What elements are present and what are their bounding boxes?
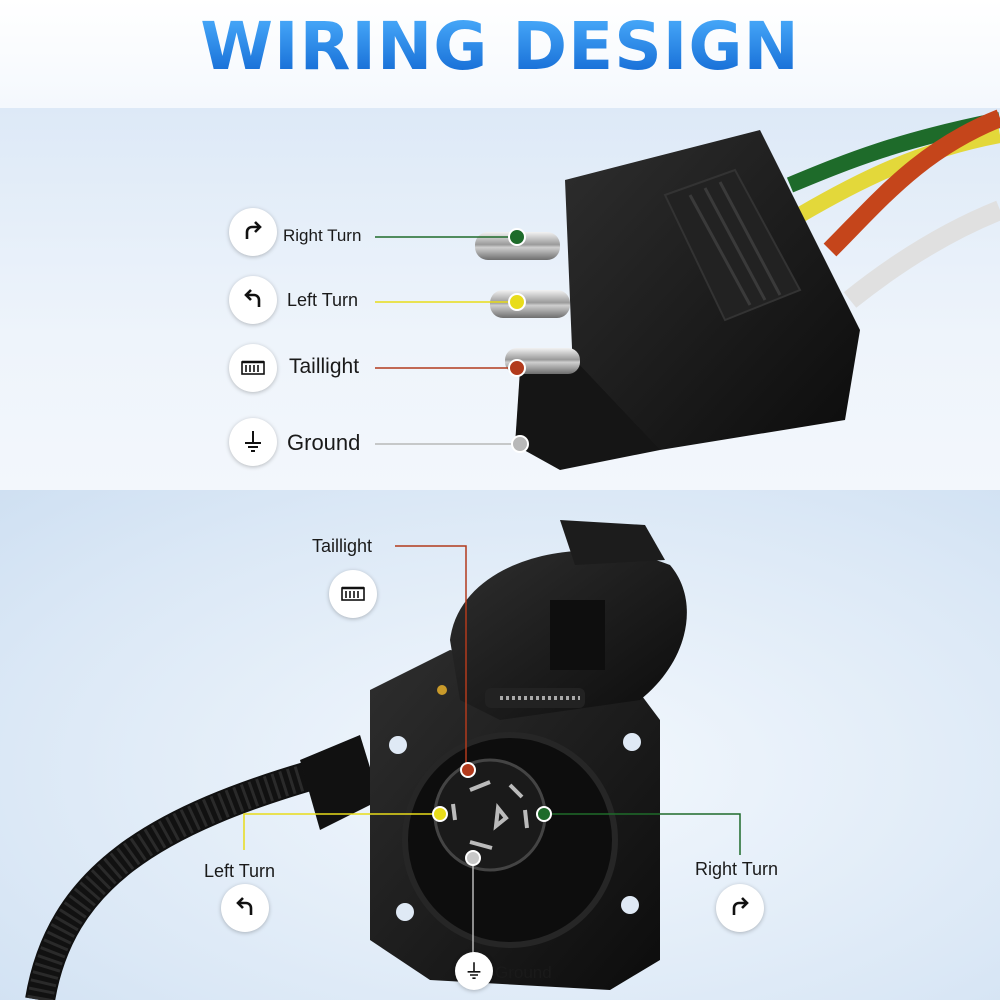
socket-ground-dot (465, 850, 481, 866)
taillight-icon (229, 344, 277, 392)
socket-right-turn-label: Right Turn (695, 859, 779, 879)
taillight-pin-dot (508, 359, 526, 377)
seven-way-socket (370, 520, 687, 990)
title-band (0, 0, 1000, 108)
ground-label: Ground (287, 430, 361, 455)
left-turn-pin-dot (508, 293, 526, 311)
socket-cable (25, 735, 380, 1000)
taillight-label: Taillight (289, 355, 360, 378)
socket-taillight-label: Taillight (312, 536, 373, 556)
socket-ground-label: Ground (495, 963, 552, 982)
four-way-plug (475, 130, 860, 470)
ground-icon (229, 418, 277, 466)
socket-taillight-dot (460, 762, 476, 778)
socket-left-turn-label: Left Turn (204, 861, 276, 881)
right-turn-label: Right Turn (283, 226, 362, 245)
left-turn-label: Left Turn (287, 290, 359, 310)
right-turn-icon (229, 208, 277, 256)
page-title: WIRING DESIGN (0, 8, 1000, 85)
socket-left-turn-dot (432, 806, 448, 822)
socket-right-turn-icon (716, 884, 764, 932)
left-turn-icon (229, 276, 277, 324)
socket-taillight-icon (329, 570, 377, 618)
socket-right-turn-dot (536, 806, 552, 822)
socket-ground-icon (455, 952, 493, 990)
wire-bundle (786, 109, 1000, 308)
right-turn-pin-dot (508, 228, 526, 246)
socket-left-turn-icon (221, 884, 269, 932)
ground-pin-dot (511, 435, 529, 453)
